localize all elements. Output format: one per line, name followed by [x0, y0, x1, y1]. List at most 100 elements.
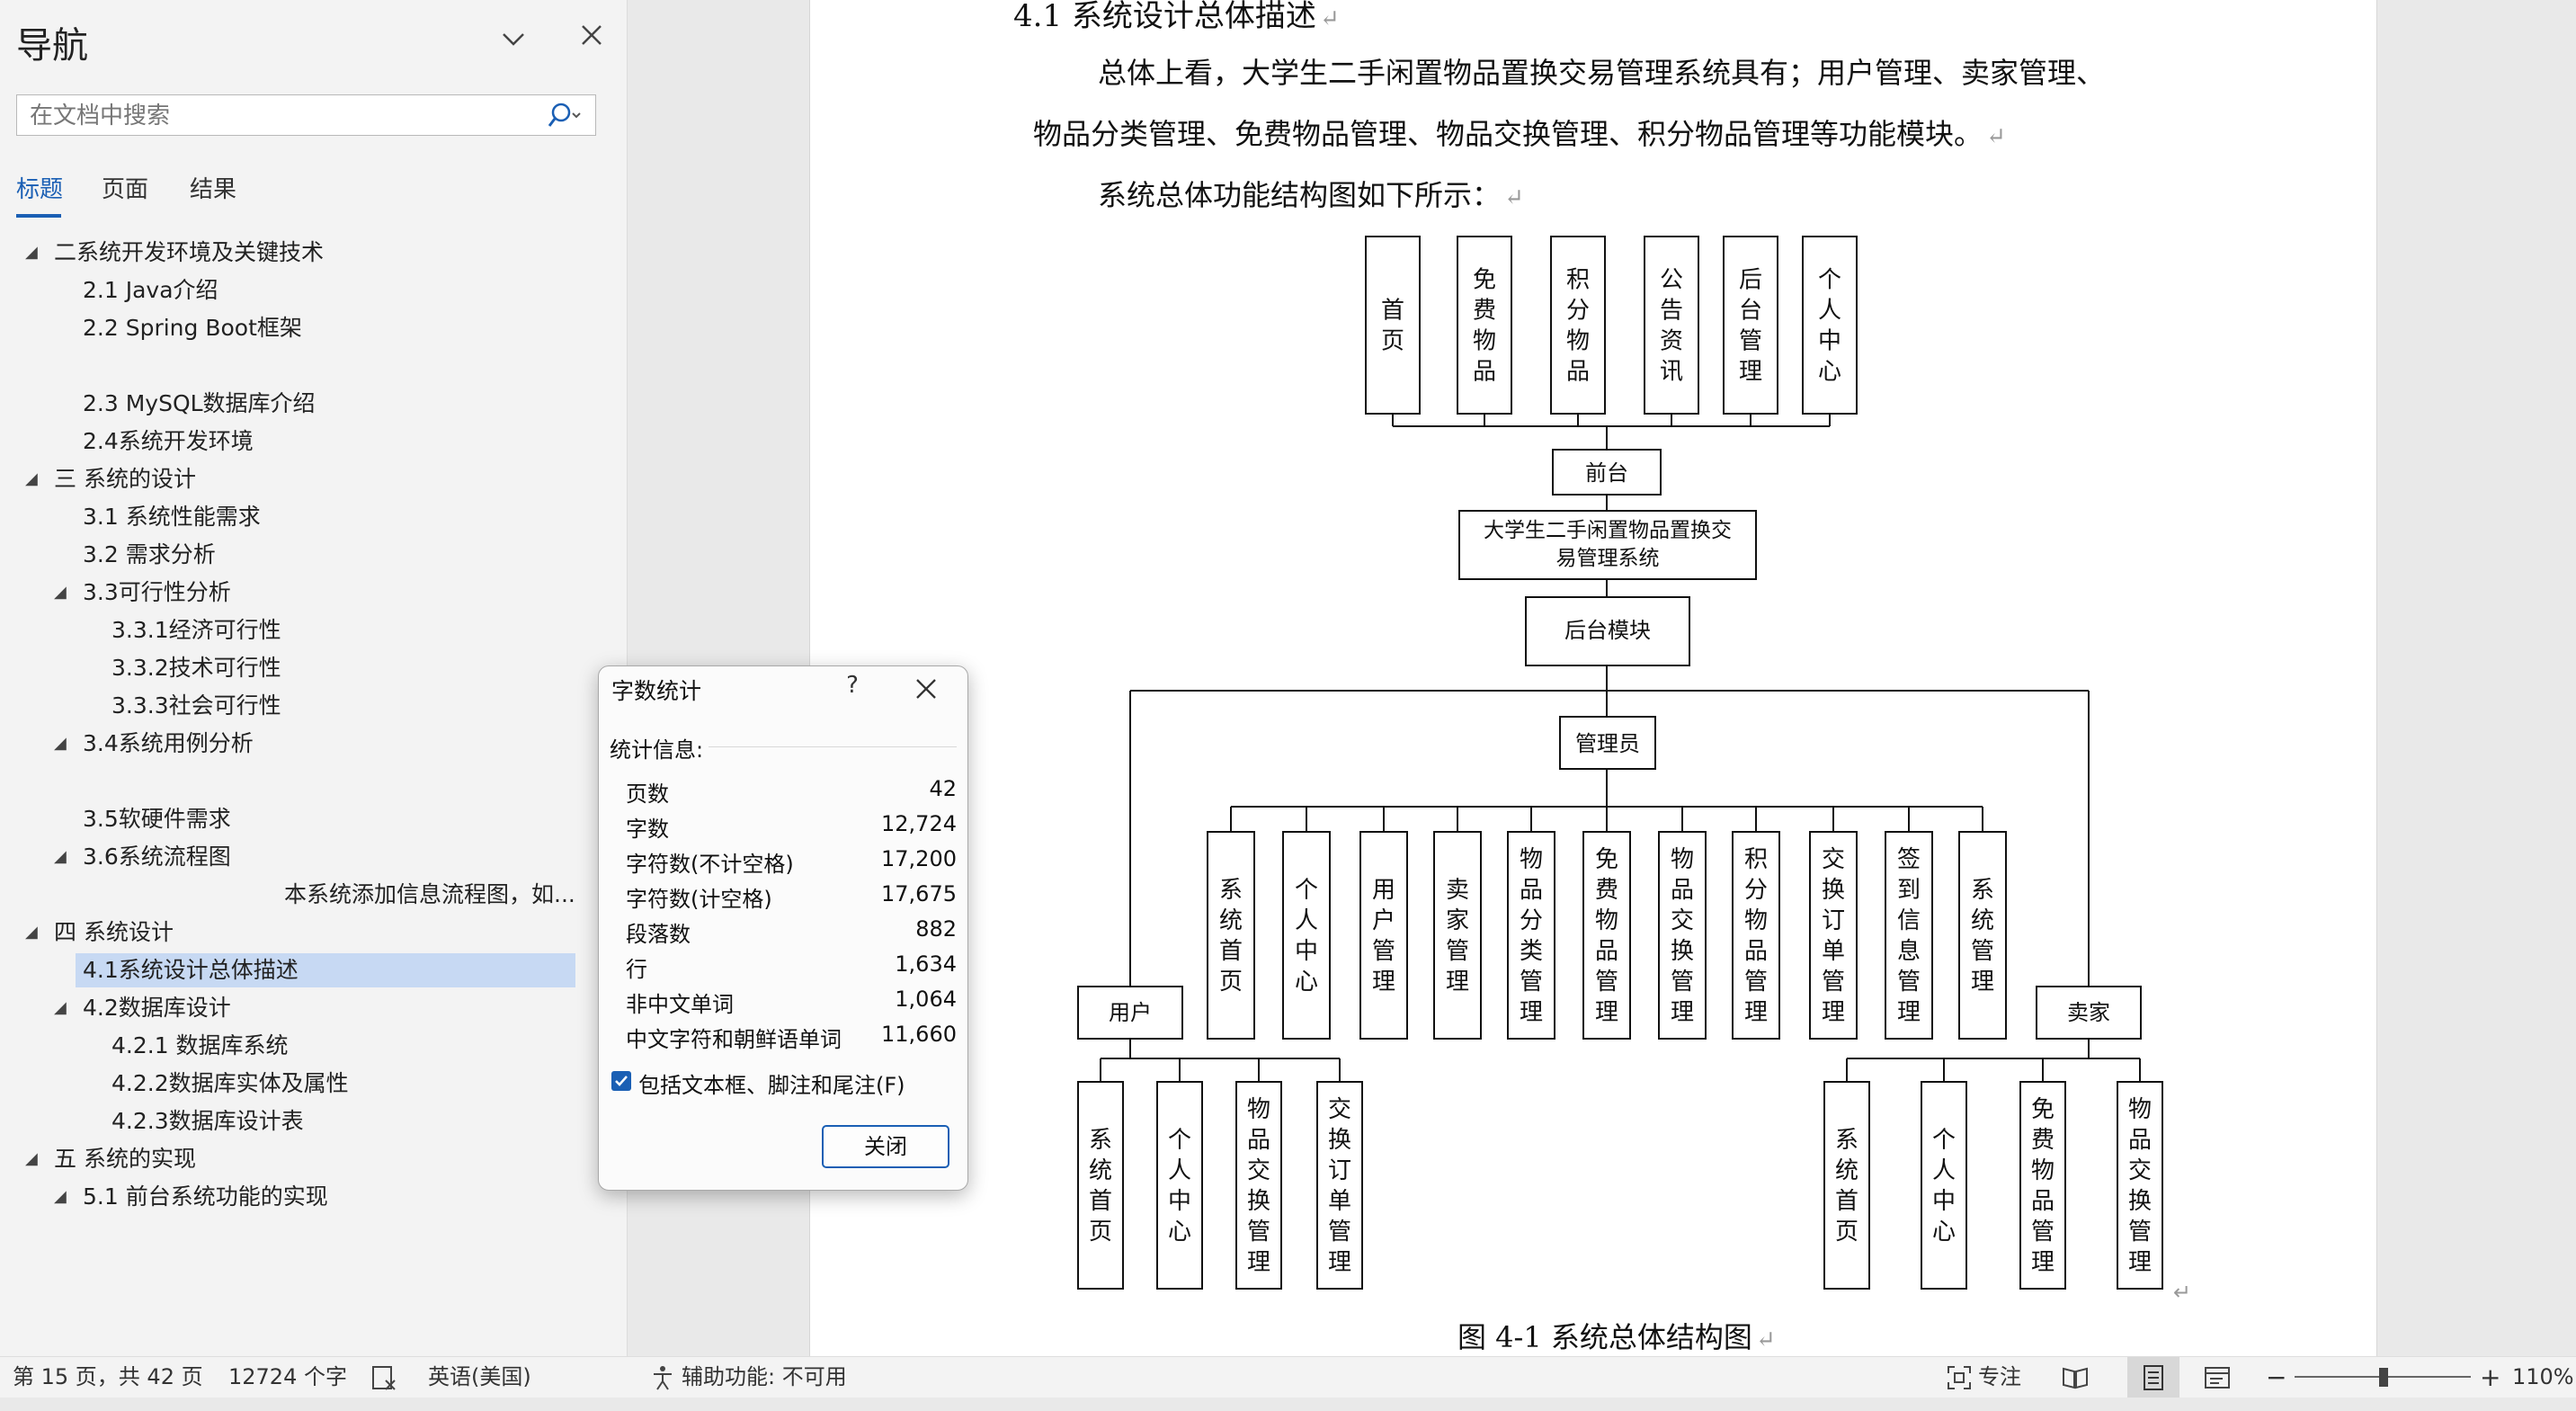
zoom-out-button[interactable]: −	[2266, 1362, 2287, 1392]
close-button[interactable]: 关闭	[822, 1125, 949, 1168]
outline-heading[interactable]: ◢5.1 前台系统功能的实现	[0, 1180, 627, 1214]
front-module-box	[1723, 236, 1778, 415]
accessibility-icon[interactable]	[649, 1357, 676, 1398]
outline-heading-label: 2.2 Spring Boot框架	[83, 315, 302, 341]
stat-label: 中文字符和朝鲜语单词	[626, 1027, 842, 1052]
outline-heading-label: 4.2.2数据库实体及属性	[111, 1070, 349, 1096]
word-count[interactable]: 12724 个字	[228, 1364, 347, 1389]
search-icon[interactable]	[547, 101, 583, 131]
outline-heading[interactable]: 4.1系统设计总体描述	[76, 953, 575, 987]
outline-heading[interactable]: ◢ 3.4系统用例分析	[0, 727, 627, 761]
admin-module-box	[1885, 831, 1933, 1040]
outline-heading[interactable]: 3.2 需求分析	[0, 538, 627, 572]
close-icon[interactable]	[575, 22, 608, 54]
outline-heading[interactable]: ◢ 三 系统的设计	[0, 462, 627, 496]
system-structure-diagram: 首页免费物品积分物品公告资讯后台管理个人中心前台大学生二手闲置物品置换交易管理系…	[1077, 236, 2191, 1305]
zoom-slider[interactable]	[2295, 1357, 2471, 1398]
zoom-level[interactable]: 110%	[2512, 1364, 2574, 1389]
seller-module-box	[2117, 1081, 2163, 1290]
paragraph-line: 系统总体功能结构图如下所示：↵	[1098, 178, 1524, 212]
front-module-box	[1802, 236, 1858, 415]
user-module-box	[1077, 1081, 1124, 1290]
outline-heading[interactable]: 本系统添加信息流程图，如...	[0, 878, 627, 912]
expand-collapse-icon[interactable]: ◢	[25, 923, 38, 942]
stat-label: 字符数(不计空格)	[626, 852, 794, 877]
outline-heading[interactable]: 3.3.2技术可行性	[0, 651, 627, 685]
admin-module-box	[1207, 831, 1255, 1040]
outline-heading[interactable]: 3.3.3社会可行性	[0, 689, 627, 723]
expand-collapse-icon[interactable]: ◢	[54, 583, 67, 602]
stat-value: 42	[929, 776, 957, 801]
outline-heading[interactable]: 4.2.1 数据库系统	[0, 1029, 627, 1063]
include-textboxes-checkbox[interactable]	[611, 1071, 631, 1091]
stat-label: 非中文单词	[626, 992, 734, 1017]
focus-mode-label[interactable]: 专注	[1978, 1364, 2021, 1389]
close-icon[interactable]	[905, 668, 948, 719]
read-mode-icon[interactable]	[2061, 1357, 2090, 1398]
outline-heading[interactable]: 2.3 MySQL数据库介绍	[0, 387, 627, 421]
document-page: 4.1 系统设计总体描述↵ 总体上看，大学生二手闲置物品置换交易管理系统具有；用…	[809, 0, 2377, 1356]
outline-heading-label: 3.3.2技术可行性	[111, 655, 281, 681]
outline-heading-label: 4.1系统设计总体描述	[83, 957, 299, 983]
expand-collapse-icon[interactable]: ◢	[54, 847, 67, 866]
outline-heading[interactable]: 4.2.3数据库设计表	[0, 1104, 627, 1139]
expand-collapse-icon[interactable]: ◢	[54, 734, 67, 753]
outline-heading[interactable]: 3.1 系统性能需求	[0, 500, 627, 534]
outline-heading[interactable]: ◢五 系统的实现	[0, 1142, 627, 1176]
node-label: 交换订单管理	[1328, 1096, 1351, 1276]
node-label: 个人中心	[1168, 1127, 1191, 1246]
tab-headings[interactable]: 标题	[16, 176, 64, 203]
node-label: 积分物品	[1566, 267, 1590, 386]
front-module-box	[1365, 236, 1421, 415]
tab-results[interactable]: 结果	[190, 176, 237, 203]
outline-heading-label: 三 系统的设计	[54, 466, 196, 492]
outline-heading[interactable]: ◢二系统开发环境及关键技术	[0, 236, 627, 270]
print-layout-icon[interactable]	[2127, 1357, 2179, 1398]
outline-heading-label: 3.4系统用例分析	[83, 730, 254, 756]
expand-collapse-icon[interactable]: ◢	[54, 1187, 67, 1206]
page-count[interactable]: 第 15 页，共 42 页	[13, 1364, 203, 1389]
outline-heading[interactable]: 3.3.1经济可行性	[0, 613, 627, 647]
outline-heading[interactable]: 2.4系统开发环境	[0, 424, 627, 459]
front-module-box	[1550, 236, 1606, 415]
divider	[709, 746, 957, 747]
stat-value: 11,660	[881, 1022, 957, 1047]
node-label: 用户管理	[1372, 877, 1395, 996]
outline-heading[interactable]: ◢ 4.2数据库设计	[0, 991, 627, 1025]
outline-heading[interactable]: 3.5软硬件需求	[0, 802, 627, 836]
admin-module-box	[1282, 831, 1331, 1040]
outline-heading[interactable]: ◢3.3可行性分析	[0, 576, 627, 610]
node-label: 积分物品管理	[1744, 846, 1768, 1026]
paragraph-mark: ↵	[2173, 1280, 2191, 1305]
outline-heading-label: 本系统添加信息流程图，如...	[284, 881, 575, 907]
web-layout-icon[interactable]	[2203, 1357, 2232, 1398]
proofing-icon[interactable]	[370, 1357, 397, 1398]
admin-module-box	[1507, 831, 1555, 1040]
outline-heading[interactable]: 2.2 Spring Boot框架	[0, 311, 627, 345]
expand-collapse-icon[interactable]: ◢	[25, 243, 38, 262]
tab-pages[interactable]: 页面	[102, 176, 149, 203]
user-node	[1077, 986, 1183, 1040]
node-label: 后台模块	[1564, 618, 1651, 643]
focus-icon[interactable]	[1946, 1357, 1973, 1398]
expand-collapse-icon[interactable]: ◢	[25, 469, 38, 488]
stat-value: 882	[915, 916, 957, 942]
expand-collapse-icon[interactable]: ◢	[54, 998, 67, 1017]
outline-heading[interactable]: 2.1 Java介绍	[0, 273, 627, 308]
language-status[interactable]: 英语(美国)	[428, 1364, 531, 1389]
chevron-down-icon[interactable]	[500, 25, 527, 52]
outline-heading[interactable]: ◢3.6系统流程图	[0, 840, 627, 874]
search-input[interactable]	[28, 101, 535, 131]
outline-heading-label: 4.2数据库设计	[83, 995, 231, 1021]
expand-collapse-icon[interactable]: ◢	[25, 1149, 38, 1168]
search-box[interactable]	[16, 94, 596, 136]
zoom-in-button[interactable]: +	[2480, 1362, 2501, 1392]
paragraph-line: 物品分类管理、免费物品管理、物品交换管理、积分物品管理等功能模块。↵	[1033, 117, 2006, 151]
outline-heading-label: 3.3.1经济可行性	[111, 617, 281, 643]
accessibility-status[interactable]: 辅助功能: 不可用	[682, 1364, 847, 1389]
node-label: 卖家	[2067, 1000, 2110, 1025]
help-button[interactable]: ?	[846, 672, 859, 699]
outline-heading[interactable]: ◢四 系统设计	[0, 915, 627, 950]
outline-heading[interactable]: 4.2.2数据库实体及属性	[0, 1067, 627, 1101]
